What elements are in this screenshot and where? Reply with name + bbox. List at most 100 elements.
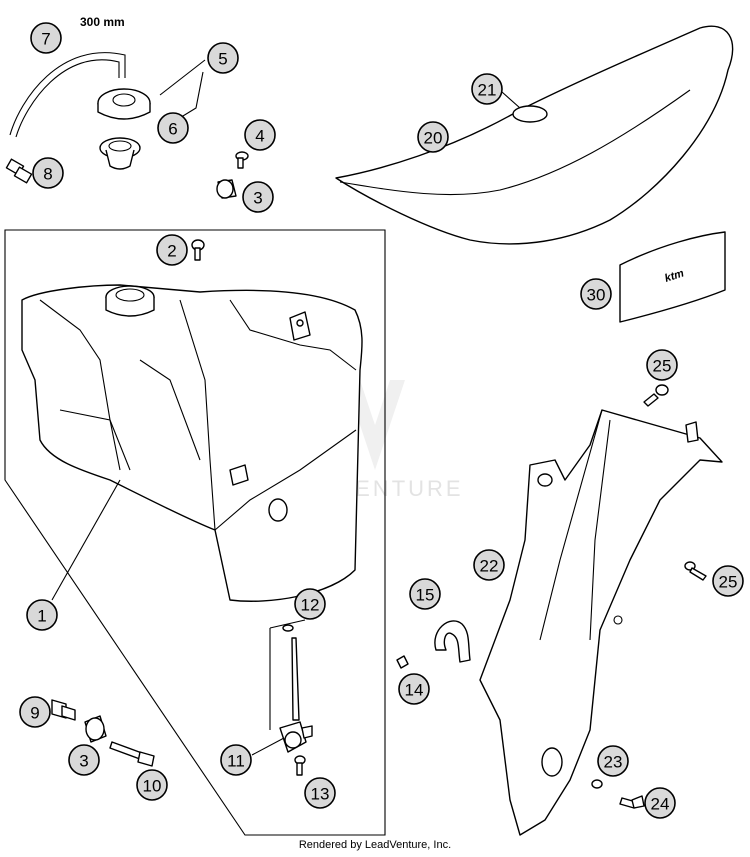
callout-number: 5 <box>218 50 227 69</box>
callout-number: 14 <box>405 681 424 700</box>
callout-circle <box>242 181 274 213</box>
callout-circle <box>473 549 505 581</box>
callout-c9: 9 <box>19 696 51 728</box>
seat-decal: ktm <box>619 231 726 323</box>
seat <box>335 25 734 245</box>
screw-24 <box>619 795 645 809</box>
callout-circle <box>398 673 430 705</box>
callout-circle <box>417 121 449 153</box>
callout-circle <box>304 777 336 809</box>
callout-number: 20 <box>424 129 443 148</box>
callout-number: 11 <box>227 752 245 771</box>
callout-number: 25 <box>653 357 672 376</box>
callout-c14: 14 <box>398 673 430 705</box>
callout-circle <box>19 696 51 728</box>
hose-length-label: 300 mm <box>80 15 125 29</box>
tank-assembly-boundary <box>4 229 386 836</box>
fuel-tank <box>21 284 363 602</box>
bushing-lower <box>84 715 107 743</box>
callout-circle <box>32 157 64 189</box>
clip-14 <box>396 655 409 669</box>
side-cover <box>479 409 723 836</box>
callout-circle <box>156 234 188 266</box>
callout-circle <box>220 744 252 776</box>
callout-number: 3 <box>79 752 88 771</box>
callout-number: 21 <box>478 81 497 100</box>
callout-number: 25 <box>719 573 738 592</box>
callout-circle <box>294 588 326 620</box>
callout-circle <box>712 565 744 597</box>
callout-circle <box>646 349 678 381</box>
o-ring <box>282 624 294 632</box>
callout-c10: 10 <box>136 769 168 801</box>
footer-credit: Rendered by LeadVenture, Inc. <box>298 839 452 851</box>
callout-number: 23 <box>604 753 623 772</box>
callout-c3a: 3 <box>242 181 274 213</box>
svg-text:ktm: ktm <box>663 267 686 285</box>
callout-number: 22 <box>480 557 499 576</box>
callout-c25b: 25 <box>712 565 744 597</box>
bolt-9 <box>51 699 76 721</box>
callout-c8: 8 <box>32 157 64 189</box>
screw-25-right <box>684 561 707 581</box>
callout-c25a: 25 <box>646 349 678 381</box>
callout-c7: 7 <box>30 22 62 54</box>
callout-c11: 11 <box>220 744 252 776</box>
callout-number: 15 <box>416 586 435 605</box>
callout-number: 1 <box>37 607 46 626</box>
callout-c24: 24 <box>644 787 676 819</box>
callout-c22: 22 <box>473 549 505 581</box>
callout-c15: 15 <box>409 578 441 610</box>
callout-c2: 2 <box>156 234 188 266</box>
callout-circle <box>471 73 503 105</box>
callout-c13: 13 <box>304 777 336 809</box>
callout-c6: 6 <box>157 112 189 144</box>
callout-number: 12 <box>301 596 320 615</box>
callout-layer: 7 5 6 8 4 3 21 20 2 30 25 22 25 15 1 12 14 9 3 10 11 13 23 24 <box>19 22 744 819</box>
screw-4 <box>235 151 249 169</box>
callout-circle <box>244 119 276 151</box>
fuel-cap <box>97 88 151 120</box>
callout-circle <box>30 22 62 54</box>
callout-number: 2 <box>167 242 176 261</box>
bushing-top <box>216 179 237 199</box>
callout-number: 10 <box>143 777 162 796</box>
screw-13 <box>294 755 306 776</box>
callout-circle <box>136 769 168 801</box>
hose-15 <box>434 620 471 663</box>
callout-circle <box>207 42 239 74</box>
callout-number: 6 <box>168 120 177 139</box>
callout-circle <box>68 744 100 776</box>
screw-2 <box>191 239 205 261</box>
callout-c30: 30 <box>580 278 612 310</box>
bolt-10 <box>109 741 155 767</box>
washer-23 <box>591 779 603 789</box>
callout-c3b: 3 <box>68 744 100 776</box>
callout-c4: 4 <box>244 119 276 151</box>
screw-25-upper <box>643 384 669 407</box>
callout-c20: 20 <box>417 121 449 153</box>
vent-valve <box>5 158 33 184</box>
callout-number: 24 <box>651 795 670 814</box>
callout-number: 13 <box>311 785 330 804</box>
callout-number: 9 <box>30 704 39 723</box>
callout-number: 30 <box>587 286 606 305</box>
watermark-logo <box>345 380 405 470</box>
callout-number: 8 <box>43 165 52 184</box>
cap-gasket <box>99 137 141 170</box>
callout-circle <box>157 112 189 144</box>
callout-number: 3 <box>253 189 262 208</box>
callout-c12: 12 <box>294 588 326 620</box>
callout-c23: 23 <box>597 745 629 777</box>
callout-circle <box>580 278 612 310</box>
callout-number: 4 <box>255 127 264 146</box>
callout-c1: 1 <box>26 599 58 631</box>
callout-circle <box>409 578 441 610</box>
callout-number: 7 <box>41 30 50 49</box>
callout-circle <box>644 787 676 819</box>
callout-c5: 5 <box>207 42 239 74</box>
fuel-tap <box>269 619 313 753</box>
callout-circle <box>26 599 58 631</box>
callout-circle <box>597 745 629 777</box>
